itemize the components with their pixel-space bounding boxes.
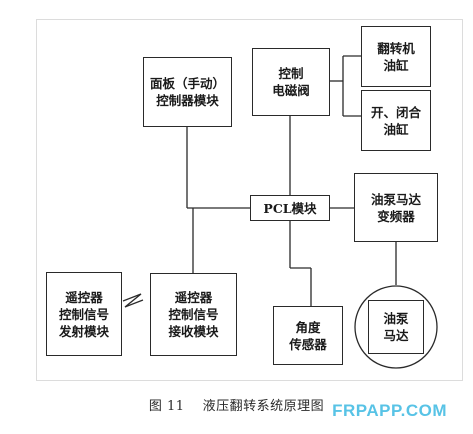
flip-cylinder-line-1: 翻转机 <box>377 40 415 56</box>
panel-controller-line-2: 控制器模块 <box>156 93 219 108</box>
solenoid-line-2: 电磁阀 <box>272 83 310 98</box>
figure-title: 液压翻转系统原理图 <box>202 399 325 414</box>
pump-motor-box: 油泵马达 <box>368 300 424 354</box>
remote-receiver-box: 遥控器控制信号接收模块 <box>150 273 237 356</box>
plc-module-box: PCL模块 <box>250 195 330 221</box>
receiver-line-1: 遥控器 <box>174 290 213 305</box>
control-solenoid-box: 控制电磁阀 <box>252 48 330 116</box>
pump-motor-line-2: 马达 <box>383 328 409 343</box>
panel-controller-box: 面板（手动） 控制器模块 <box>143 57 232 127</box>
open-close-line-1: 开、闭合 <box>370 104 421 120</box>
pump-motor-circle <box>354 285 438 369</box>
remote-transmitter-box: 遥控器控制信号发射模块 <box>46 272 122 356</box>
figure-number: 图 11 <box>148 399 185 414</box>
inverter-line-2: 变频器 <box>377 208 415 224</box>
inverter-line-1: 油泵马达 <box>370 191 421 207</box>
figure-caption: 图 11 液压翻转系统原理图 <box>0 395 473 414</box>
receiver-line-3: 接收模块 <box>168 324 219 339</box>
transmitter-line-3: 发射模块 <box>58 323 109 339</box>
angle-sensor-line-2: 传感器 <box>289 336 327 352</box>
diagram-frame <box>36 19 463 381</box>
wireless-signal-icon <box>122 293 144 308</box>
solenoid-line-1: 控制 <box>278 66 304 81</box>
transmitter-line-2: 控制信号 <box>58 306 109 322</box>
transmitter-line-1: 遥控器 <box>65 289 103 305</box>
panel-controller-line-1: 面板（手动） <box>149 76 225 91</box>
pump-inverter-box: 油泵马达变频器 <box>354 173 438 242</box>
watermark-logo: FRPAPP.COM <box>332 401 447 420</box>
flip-cylinder-line-2: 油缸 <box>383 57 409 73</box>
angle-sensor-box: 角度传感器 <box>273 306 343 365</box>
receiver-line-2: 控制信号 <box>168 307 219 322</box>
pump-motor-line-1: 油泵 <box>383 311 409 326</box>
open-close-line-2: 油缸 <box>383 121 409 137</box>
angle-sensor-line-1: 角度 <box>295 319 321 335</box>
flip-cylinder-box: 翻转机油缸 <box>361 26 431 87</box>
plc-module-label: PCL模块 <box>263 200 317 216</box>
open-close-cylinder-box: 开、闭合油缸 <box>361 90 431 151</box>
